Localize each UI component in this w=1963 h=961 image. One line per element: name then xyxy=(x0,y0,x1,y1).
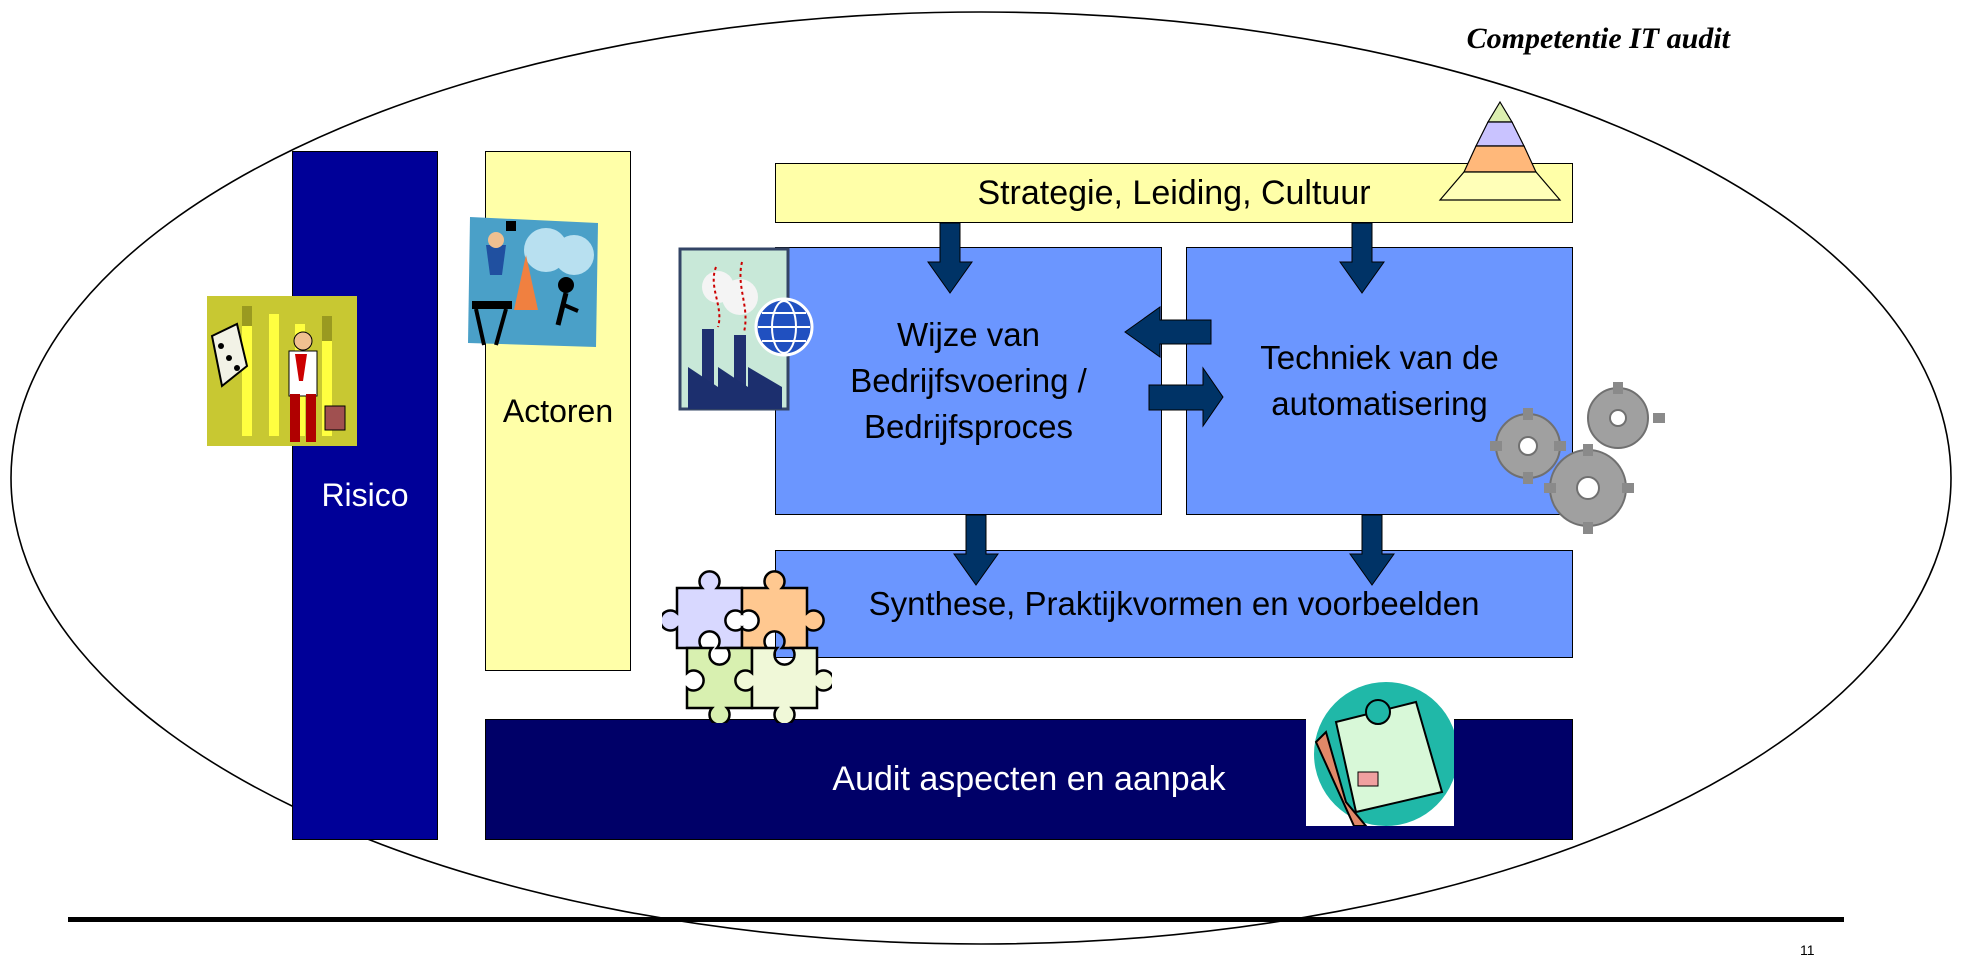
audit-label: Audit aspecten en aanpak xyxy=(832,760,1226,798)
synthese-box: Synthese, Praktijkvormen en voorbeelden xyxy=(775,550,1573,658)
arrow-left xyxy=(1124,306,1212,358)
risico-label: Risico xyxy=(321,477,409,513)
arrow-down-synthese-right xyxy=(1349,514,1395,586)
techniek-label: Techniek van de automatisering xyxy=(1260,339,1499,422)
page-number: 11 xyxy=(1800,942,1815,958)
synthese-label: Synthese, Praktijkvormen en voorbeelden xyxy=(868,585,1480,622)
arrow-down-techniek xyxy=(1339,222,1385,294)
footer-rule xyxy=(68,917,1844,922)
slide-title: Competentie IT audit xyxy=(1466,22,1730,55)
actoren-label: Actoren xyxy=(502,392,614,429)
arrow-down-synthese-left xyxy=(953,514,999,586)
puzzle-clipboard-icon xyxy=(1306,682,1454,826)
wijze-label: Wijze van Bedrijfsvoering / Bedrijfsproc… xyxy=(850,316,1087,445)
strategie-box: Strategie, Leiding, Cultuur xyxy=(775,163,1573,223)
arrow-right xyxy=(1148,366,1224,428)
film-director-icon xyxy=(468,217,598,347)
pyramid-icon xyxy=(1438,100,1562,201)
gears-icon xyxy=(1490,382,1665,534)
wijze-box: Wijze van Bedrijfsvoering / Bedrijfsproc… xyxy=(775,247,1162,515)
strategie-label: Strategie, Leiding, Cultuur xyxy=(977,173,1371,212)
arrow-down-wijze xyxy=(927,222,973,294)
puzzle-icon xyxy=(662,570,832,723)
factory-globe-icon xyxy=(678,247,814,411)
dice-businessman-icon xyxy=(207,296,357,446)
risico-bar: Risico xyxy=(292,151,438,840)
